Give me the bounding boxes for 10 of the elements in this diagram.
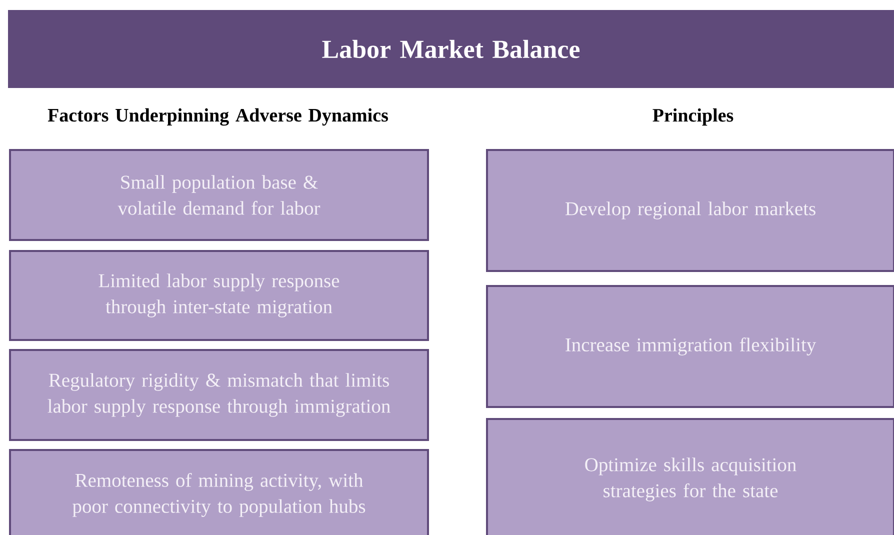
text-box: Increase immigration flexibility xyxy=(486,284,894,408)
text-box: Develop regional labor markets xyxy=(486,149,894,272)
title-band: Labor Market Balance xyxy=(8,10,894,88)
text-box: Remoteness of mining activity, with poor connectivity to population hubs xyxy=(9,448,429,535)
text-box: Limited labor supply response through inter-state migration xyxy=(9,250,429,341)
text-box: Optimize skills acquisition strategies for the state xyxy=(486,418,894,535)
column-heading: Factors Underpinning Adverse Dynamics xyxy=(48,108,388,126)
text-box: Small population base & volatile demand for labor xyxy=(9,149,429,241)
column-heading: Principles xyxy=(652,108,734,126)
text-box: Regulatory rigidity & mismatch that limits labor supply response through immigration xyxy=(9,348,429,441)
